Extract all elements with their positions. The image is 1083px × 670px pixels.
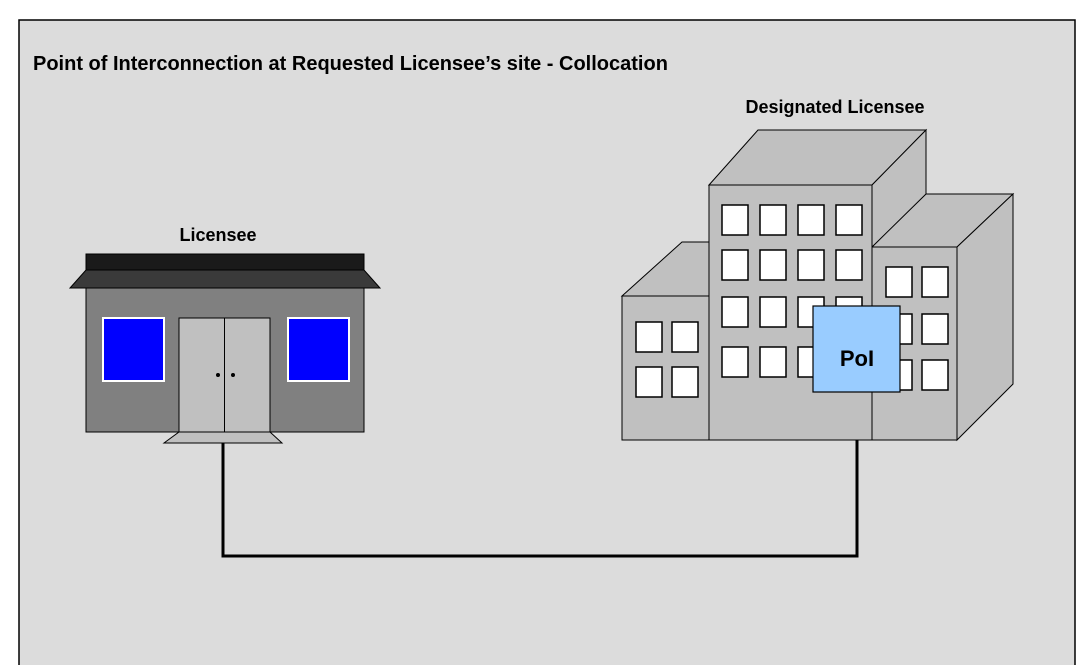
window bbox=[835, 204, 863, 236]
licensee-window-left bbox=[102, 317, 165, 382]
licensee-roof-top bbox=[85, 253, 365, 271]
licensee-building: Licensee bbox=[68, 225, 382, 444]
window bbox=[671, 321, 699, 353]
window bbox=[921, 313, 949, 345]
licensee-door-knob-right bbox=[231, 373, 235, 377]
diagram-title: Point of Interconnection at Requested Li… bbox=[33, 53, 668, 75]
window bbox=[885, 266, 913, 298]
window bbox=[759, 346, 787, 378]
left-block-windows bbox=[635, 321, 699, 398]
designated-building: Designated Licensee bbox=[620, 97, 1015, 442]
poi-box bbox=[812, 305, 901, 393]
window bbox=[635, 366, 663, 398]
window bbox=[721, 296, 749, 328]
licensee-window-right bbox=[287, 317, 350, 382]
tower-windows bbox=[721, 204, 863, 378]
connection-line bbox=[221, 392, 859, 558]
window bbox=[759, 249, 787, 281]
window bbox=[759, 296, 787, 328]
window bbox=[835, 249, 863, 281]
window bbox=[635, 321, 663, 353]
licensee-door-knob-left bbox=[216, 373, 220, 377]
window bbox=[721, 204, 749, 236]
window bbox=[671, 366, 699, 398]
licensee-roof-eave bbox=[68, 269, 382, 289]
window bbox=[921, 359, 949, 391]
window bbox=[797, 204, 825, 236]
licensee-label: Licensee bbox=[179, 225, 256, 245]
window bbox=[759, 204, 787, 236]
poi-label: PoI bbox=[840, 346, 874, 371]
window bbox=[797, 249, 825, 281]
window bbox=[921, 266, 949, 298]
window bbox=[721, 346, 749, 378]
designated-label: Designated Licensee bbox=[745, 97, 924, 117]
window bbox=[721, 249, 749, 281]
licensee-step bbox=[162, 431, 284, 444]
